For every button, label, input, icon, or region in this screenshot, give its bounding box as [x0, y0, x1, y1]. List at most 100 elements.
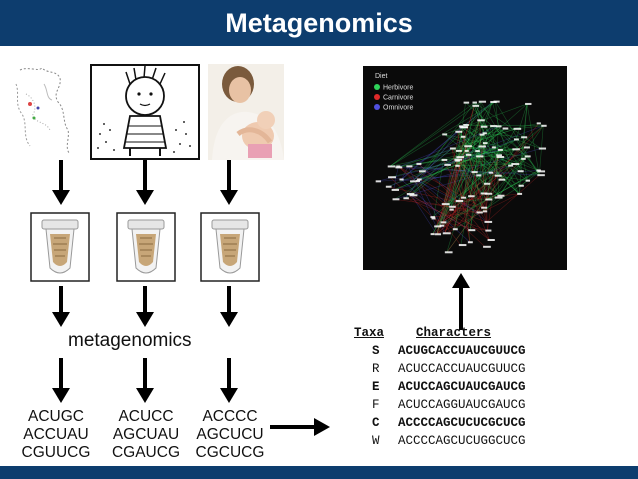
- network-edge: [461, 126, 501, 151]
- network-node: [416, 162, 422, 165]
- network-node: [461, 196, 466, 199]
- network-edge: [436, 193, 520, 235]
- cartoon-child-image: [90, 64, 200, 160]
- network-edge: [461, 127, 486, 144]
- network-edge: [398, 166, 486, 248]
- network-node: [464, 149, 469, 152]
- network-edge: [393, 148, 541, 191]
- table-sequence: ACUGCACCUAUCGUUCG: [398, 344, 526, 358]
- network-edge: [401, 166, 409, 180]
- network-edge: [418, 131, 458, 165]
- network-edge: [442, 222, 462, 246]
- network-node: [496, 156, 505, 159]
- network-edge: [539, 125, 544, 176]
- table-taxon: R: [372, 362, 380, 376]
- network-edge: [435, 149, 501, 227]
- network-edge: [484, 125, 544, 212]
- network-edge: [442, 163, 514, 223]
- network-edge: [451, 209, 479, 213]
- network-node: [491, 146, 496, 149]
- network-node: [471, 171, 478, 174]
- network-node: [496, 154, 503, 157]
- legend-herbivore-dot: [374, 84, 380, 90]
- legend-carnivore-dot: [374, 94, 380, 100]
- network-node: [475, 150, 480, 153]
- network-edge: [464, 124, 520, 195]
- network-edge: [515, 139, 541, 149]
- network-node: [441, 158, 448, 161]
- mother-baby-photo: [208, 64, 284, 160]
- network-edge: [458, 126, 499, 158]
- network-node: [523, 146, 530, 149]
- network-edge: [457, 131, 520, 195]
- network-node: [419, 170, 426, 173]
- network-edge: [451, 148, 515, 150]
- network-edge: [401, 163, 419, 180]
- network-edge: [457, 147, 527, 202]
- network-node: [476, 155, 484, 158]
- network-edge: [467, 149, 515, 156]
- network-edge: [460, 126, 471, 243]
- network-edge: [443, 159, 464, 198]
- network-edge: [436, 126, 462, 235]
- network-edge: [443, 127, 464, 205]
- network-edge: [456, 160, 487, 185]
- network-edge: [469, 134, 482, 197]
- network-edge: [387, 186, 484, 208]
- network-edge: [454, 185, 521, 230]
- network-edge: [451, 148, 521, 187]
- network-edge: [457, 146, 467, 166]
- legend-omnivore-dot: [374, 104, 380, 110]
- network-edge: [436, 105, 475, 235]
- network-node: [467, 241, 473, 244]
- network-node: [513, 138, 519, 141]
- legend-herbivore-label: Herbivore: [383, 85, 413, 92]
- arrow-down-4: [52, 286, 70, 327]
- network-edge: [442, 101, 493, 223]
- network-node: [455, 149, 462, 152]
- network-edge: [444, 171, 474, 234]
- network-edge: [432, 142, 486, 235]
- arrow-down-8: [136, 358, 154, 403]
- network-edge: [389, 102, 475, 167]
- network-edge: [465, 102, 527, 157]
- network-node: [517, 192, 523, 195]
- network-edge: [432, 125, 544, 218]
- network-node: [385, 185, 392, 188]
- network-edge: [457, 131, 467, 152]
- network-node: [466, 153, 472, 156]
- network-edge: [451, 193, 487, 208]
- network-edge: [411, 148, 453, 182]
- sequence-line: ACCCC: [202, 408, 258, 425]
- network-node: [490, 125, 497, 128]
- network-node: [479, 133, 485, 136]
- taxa-character-table: Taxa Characters S ACUGCACCUAUCGUUCG R AC…: [354, 324, 604, 454]
- metagenomics-label: metagenomics: [68, 330, 192, 351]
- table-taxon: W: [372, 434, 380, 448]
- network-edge: [474, 102, 520, 195]
- network-edge: [389, 160, 458, 178]
- network-edge: [377, 149, 501, 182]
- network-edge: [405, 197, 479, 213]
- network-edge: [418, 163, 487, 223]
- table-taxon: F: [372, 398, 380, 412]
- network-node: [518, 184, 524, 187]
- arrow-down-3: [220, 160, 238, 205]
- network-edge: [446, 147, 527, 166]
- network-edge: [456, 101, 493, 160]
- network-edge: [417, 139, 517, 182]
- network-edge: [473, 139, 517, 173]
- network-edge: [457, 165, 486, 212]
- network-node: [440, 221, 447, 224]
- network-edge: [457, 131, 471, 197]
- sequence-line: AGCUAU: [112, 426, 180, 443]
- network-node: [482, 132, 487, 135]
- network-edge: [397, 126, 499, 168]
- sequence-line: ACCUAU: [23, 426, 89, 443]
- network-edge: [451, 148, 479, 157]
- network-edge: [436, 146, 467, 235]
- network-edge: [436, 125, 544, 235]
- network-node: [494, 196, 503, 199]
- network-edge: [451, 148, 471, 243]
- network-node: [521, 157, 526, 160]
